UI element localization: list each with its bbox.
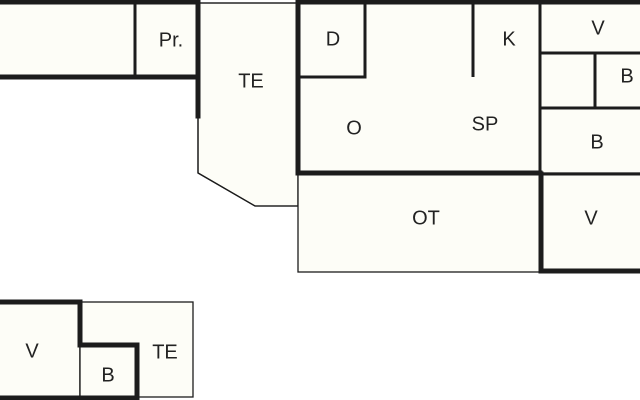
label-b-bottom: B	[101, 364, 114, 386]
label-ot: OT	[412, 207, 440, 229]
label-v-top: V	[591, 17, 605, 39]
label-v-right: V	[584, 207, 598, 229]
room-corridor-top-left	[0, 1, 199, 78]
room-ot	[297, 173, 541, 273]
label-sp: SP	[472, 113, 499, 135]
label-k: K	[502, 28, 516, 50]
label-d: D	[326, 28, 340, 50]
label-o: O	[346, 117, 362, 139]
room-te-top	[197, 2, 299, 207]
label-te-top: TE	[238, 70, 264, 92]
label-pr: Pr.	[159, 29, 183, 51]
room-labels: Pr. TE D K O SP V B B OT V V B TE	[25, 17, 633, 386]
label-v-bottom: V	[25, 340, 39, 362]
room-v-bottom	[0, 301, 81, 400]
label-te-bottom: TE	[152, 341, 178, 363]
label-b-small: B	[620, 65, 633, 87]
room-o-sp	[297, 1, 541, 174]
label-b: B	[590, 131, 603, 153]
room-right-column	[539, 1, 640, 174]
